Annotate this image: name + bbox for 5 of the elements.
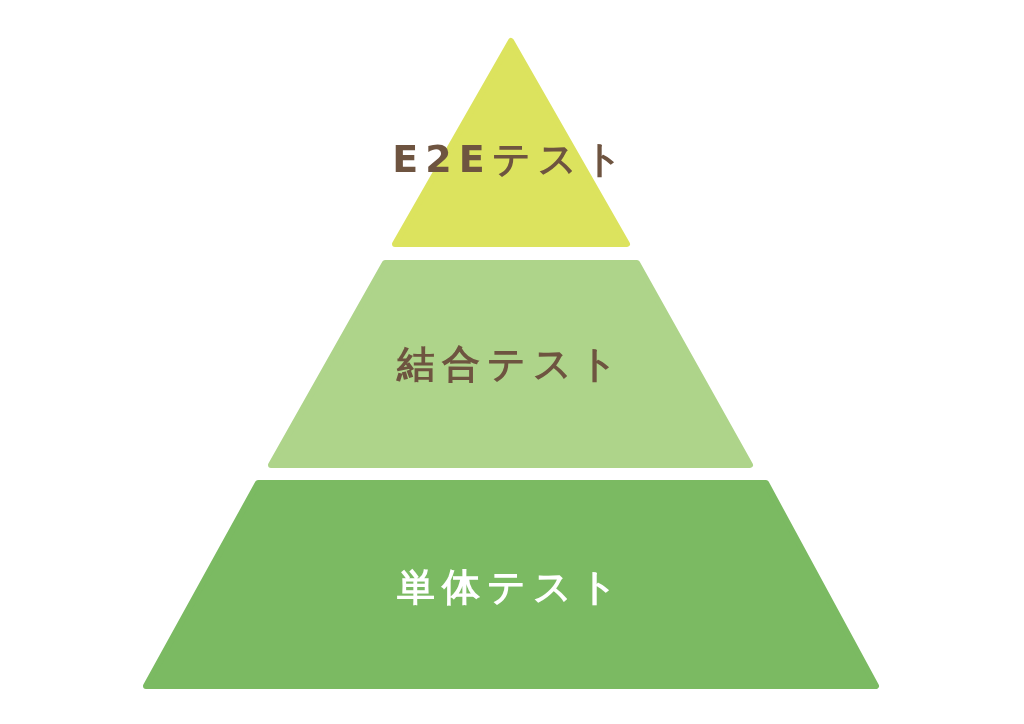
- tier-label: 単体テスト: [397, 567, 625, 609]
- tier-label: 結合テスト: [396, 344, 625, 386]
- pyramid-tier: [143, 480, 879, 689]
- pyramid-tier: [392, 38, 630, 247]
- pyramid-tier: [268, 260, 753, 468]
